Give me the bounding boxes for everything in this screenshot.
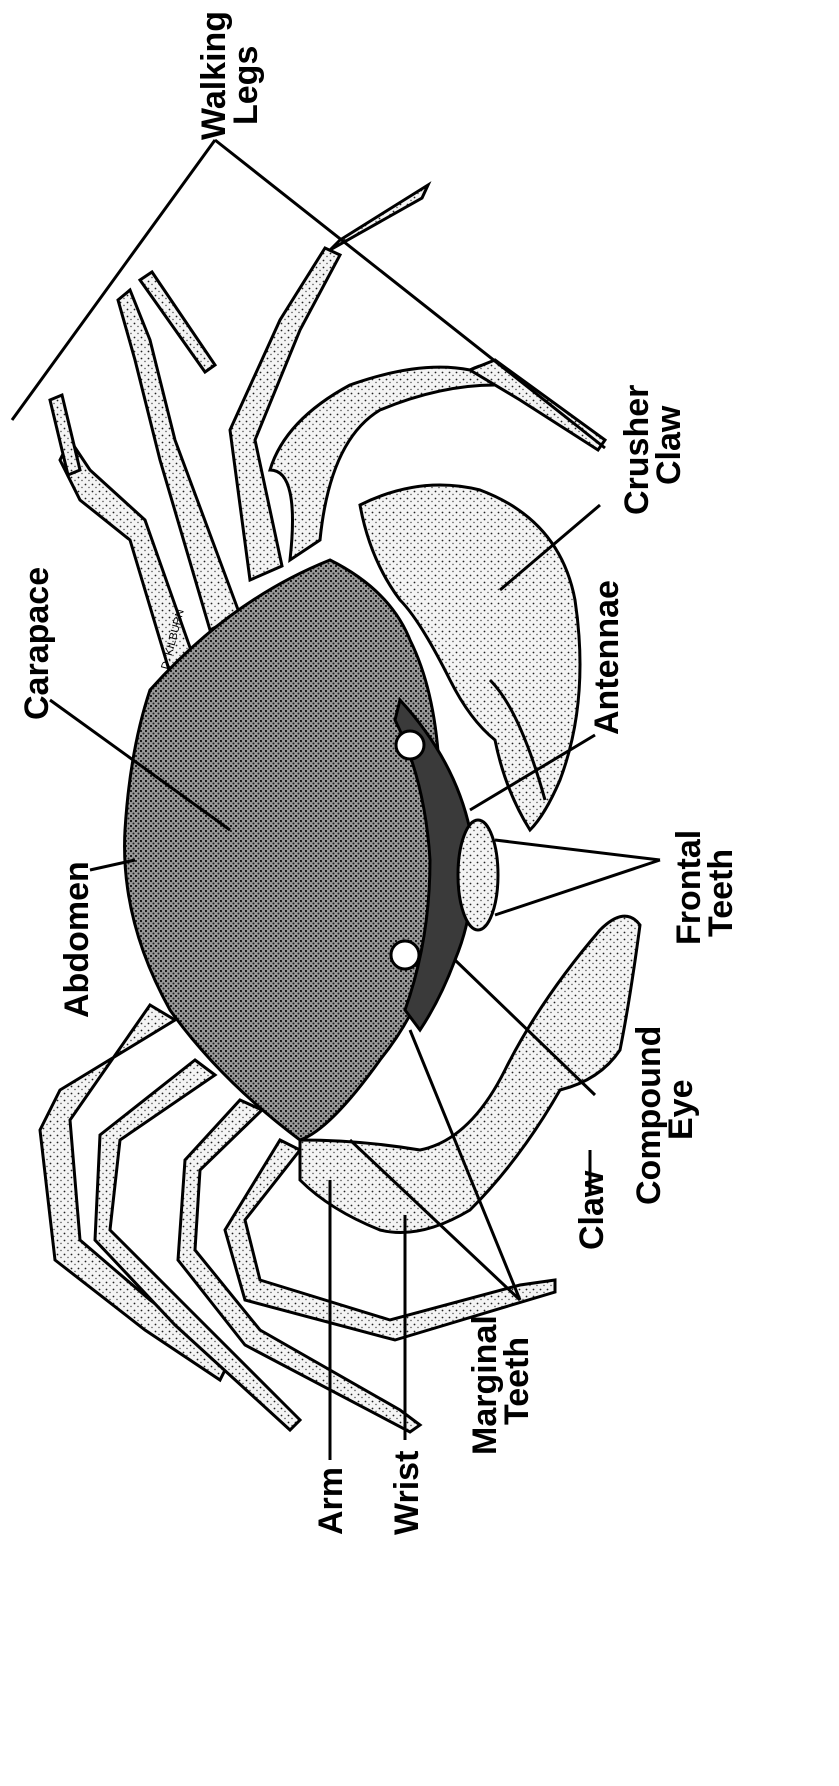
arm-label: Arm [312, 1467, 350, 1535]
marginal-teeth-label: Marginal Teeth [466, 1315, 536, 1455]
compound-eye-left [396, 731, 424, 759]
walking-legs-label: Walking Legs [195, 11, 265, 140]
abdomen-label: Abdomen [58, 861, 96, 1018]
crusher-claw-label-line2: Claw [650, 405, 688, 485]
claw-label: Claw [573, 1170, 611, 1250]
compound-eye-label-line2: Eye [662, 1080, 700, 1141]
walking-legs-label-line2: Legs [227, 46, 265, 125]
frontal-teeth-label: Frontal Teeth [670, 830, 740, 945]
crab-illustration [40, 185, 640, 1432]
antennae-label: Antennae [588, 580, 626, 735]
wrist-label: Wrist [388, 1451, 426, 1535]
marginal-teeth-label-line2: Teeth [498, 1337, 536, 1425]
crusher-claw-label: Crusher Claw [618, 385, 688, 515]
frontal-teeth-label-line2: Teeth [702, 849, 740, 937]
antennae-base [458, 820, 498, 930]
compound-eye-label: Compound Eye [630, 1026, 700, 1205]
compound-eye-right [391, 941, 419, 969]
carapace-label: Carapace [18, 567, 56, 720]
